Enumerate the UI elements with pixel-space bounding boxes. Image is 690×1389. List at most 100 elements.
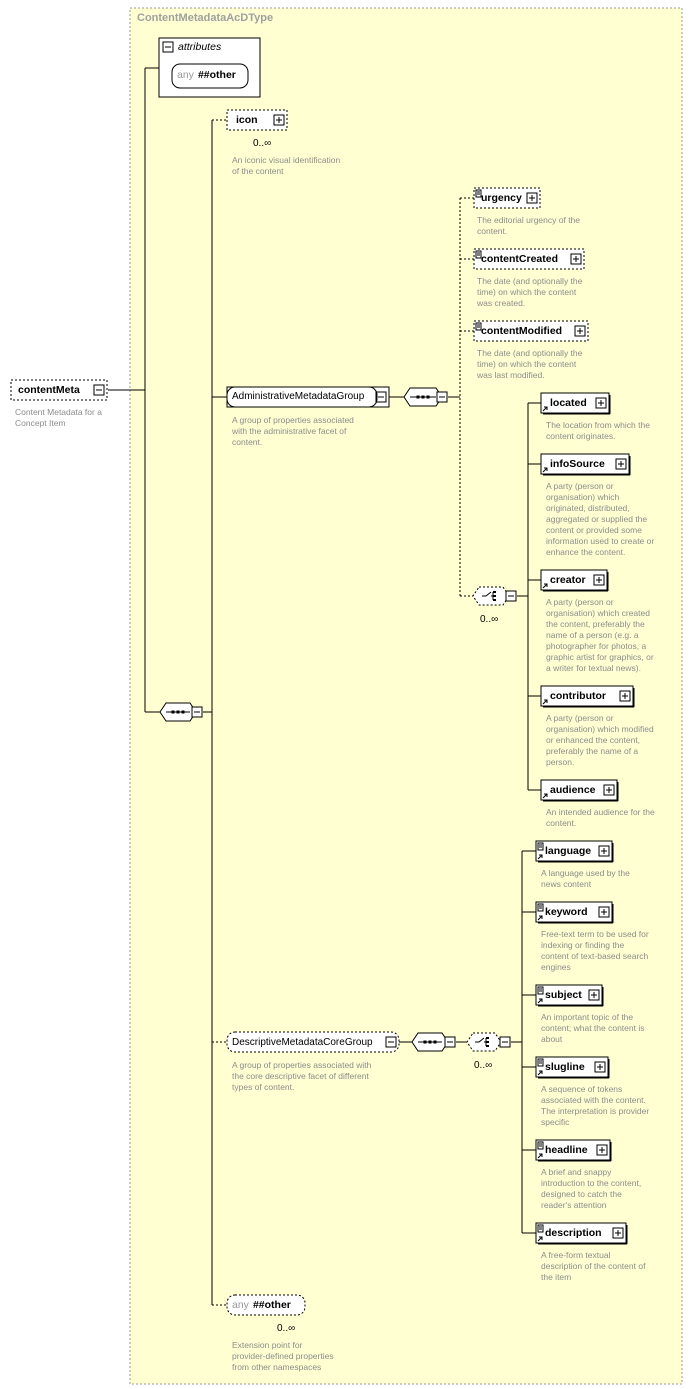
- root-element-label: contentMeta: [18, 384, 80, 396]
- attributes-title: attributes: [178, 41, 222, 53]
- element-description-label: description: [545, 1227, 602, 1239]
- element-subject-label: subject: [545, 989, 582, 1001]
- element-contributor-label: contributor: [550, 690, 606, 702]
- headline-description: A brief and snappy introduction to the c…: [541, 1167, 642, 1210]
- desc-group-node: [226, 1031, 400, 1053]
- documentation-icon: [537, 903, 544, 912]
- element-creator-label: creator: [550, 574, 586, 586]
- element-contentCreated-label: contentCreated: [481, 253, 559, 265]
- choice-dot: [493, 591, 496, 593]
- any-keyword: any: [177, 69, 194, 81]
- documentation-icon: [537, 986, 544, 995]
- reference-arrow-icon: [537, 1070, 543, 1076]
- desc-group-label: DescriptiveMetadataCoreGroup: [232, 1037, 373, 1048]
- documentation-icon: [475, 322, 482, 331]
- element-contentCreated-node: [473, 248, 585, 270]
- audience-description: An intended audience for the content.: [546, 807, 655, 828]
- element-language-node: [535, 840, 613, 862]
- documentation-icon: [537, 1224, 544, 1233]
- choice-dot: [486, 1045, 489, 1047]
- choice-dot: [486, 1037, 489, 1039]
- element-located-node: [540, 392, 610, 414]
- element-audience-label: audience: [550, 784, 596, 796]
- complex-type-title: ContentMetadataAcDType: [137, 12, 274, 24]
- element-creator-node: [540, 569, 608, 591]
- element-infoSource-node: [540, 453, 630, 475]
- any-keyword: any: [232, 1299, 249, 1311]
- subject-description: An important topic of the content; what …: [541, 1012, 645, 1044]
- documentation-icon: [475, 189, 482, 198]
- element-headline-label: headline: [545, 1144, 588, 1156]
- any-namespace: ##other: [252, 1299, 291, 1311]
- element-headline-node: [535, 1139, 611, 1161]
- element-icon-label: icon: [236, 114, 258, 126]
- any-other-occurrence: 0..∞: [277, 1323, 296, 1334]
- keyword-description: Free-text term to be used for indexing o…: [541, 929, 649, 972]
- located-description: The location from which the content orig…: [546, 420, 650, 441]
- admin-group-outline: [226, 386, 378, 408]
- documentation-icon: [537, 1141, 544, 1150]
- urgency-description: The editorial urgency of the content.: [477, 215, 581, 236]
- element-slugline-node: [535, 1056, 609, 1078]
- any-other-label: any##other: [232, 1299, 291, 1311]
- element-language-label: language: [545, 845, 592, 857]
- reference-arrow-icon: [537, 915, 543, 921]
- element-slugline-label: slugline: [545, 1061, 585, 1073]
- element-description-node: [535, 1222, 627, 1244]
- sequence-dot: [416, 395, 420, 399]
- element-contributor-node: [540, 685, 634, 707]
- contributor-description: A party (person or organisation) which m…: [546, 713, 654, 767]
- element-located-label: located: [550, 397, 587, 409]
- element-keyword-label: keyword: [545, 906, 588, 918]
- admin-choice-occurrence: 0..∞: [480, 614, 499, 625]
- reference-arrow-icon: [537, 1236, 543, 1242]
- desc-group-description: A group of properties associated with th…: [232, 1060, 372, 1092]
- reference-arrow-icon: [542, 406, 548, 412]
- root-element-description: Content Metadata for a Concept Item: [15, 407, 102, 428]
- element-keyword-node: [535, 901, 613, 923]
- sequence-dot: [433, 1040, 437, 1044]
- sequence-dot: [428, 1040, 432, 1044]
- slugline-description: A sequence of tokens associated with the…: [541, 1084, 650, 1127]
- root-element-node: [10, 379, 108, 401]
- icon-occurrence: 0..∞: [253, 138, 272, 149]
- documentation-icon: [537, 842, 544, 851]
- sequence-dot: [421, 395, 425, 399]
- icon-description: An iconic visual identification of the c…: [232, 155, 341, 176]
- choice-dot: [493, 595, 496, 597]
- element-urgency-label: urgency: [481, 192, 522, 204]
- attributes-any-label: any##other: [177, 69, 236, 81]
- infoSource-description: A party (person or organisation) which o…: [546, 481, 655, 557]
- sequence-dot: [181, 710, 185, 714]
- reference-arrow-icon: [537, 1153, 543, 1159]
- element-audience-node: [540, 779, 618, 801]
- any-attribute-box: [171, 63, 249, 89]
- documentation-icon: [475, 250, 482, 259]
- element-contentModified-node: [473, 320, 589, 342]
- sequence-dot: [423, 1040, 427, 1044]
- element-subject-node: [535, 984, 603, 1006]
- reference-arrow-icon: [542, 793, 548, 799]
- any-other-description: Extension point for provider-defined pro…: [232, 1340, 334, 1372]
- choice-dot: [493, 599, 496, 601]
- sequence-dot: [426, 395, 430, 399]
- element-contentModified-label: contentModified: [481, 325, 563, 337]
- reference-arrow-icon: [542, 699, 548, 705]
- reference-arrow-icon: [542, 467, 548, 473]
- creator-description: A party (person or organisation) which c…: [546, 597, 654, 673]
- reference-arrow-icon: [542, 583, 548, 589]
- language-description: A language used by the news content: [541, 868, 630, 889]
- documentation-icon: [537, 1058, 544, 1067]
- admin-group-label: AdministrativeMetadataGroup: [232, 391, 365, 402]
- element-infoSource-label: infoSource: [550, 458, 605, 470]
- admin-group-description: A group of properties associated with th…: [232, 415, 354, 447]
- reference-arrow-icon: [537, 854, 543, 860]
- description-description: A free-form textual description of the c…: [541, 1250, 646, 1282]
- element-icon-node: [226, 109, 288, 131]
- any-namespace: ##other: [197, 69, 236, 81]
- contentModified-description: The date (and optionally the time) on wh…: [477, 348, 583, 380]
- sequence-dot: [176, 710, 180, 714]
- desc-choice-occurrence: 0..∞: [474, 1060, 493, 1071]
